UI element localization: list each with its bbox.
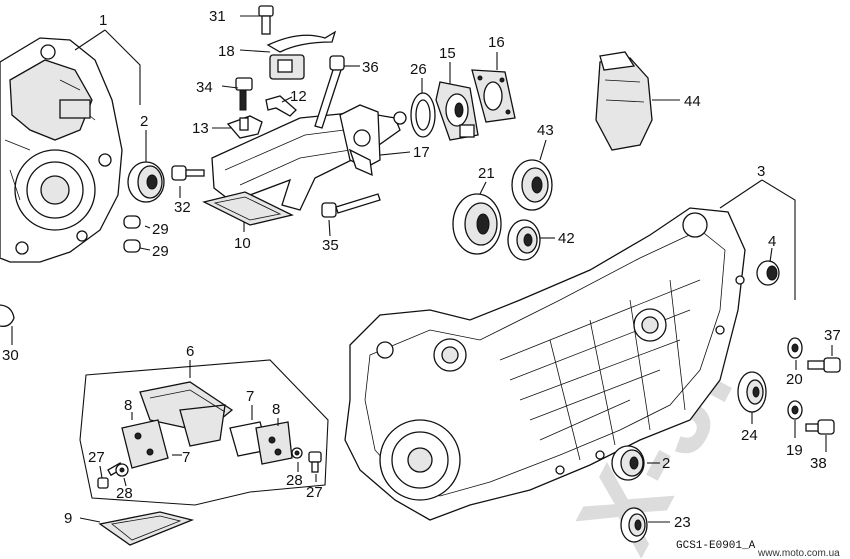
callout-24: 24 <box>741 427 758 444</box>
site-credit: www.moto.com.ua <box>757 548 840 559</box>
reed-plate-part-7-right <box>229 421 293 465</box>
bushing-part-4 <box>756 260 780 286</box>
bolt-part-35 <box>321 193 381 218</box>
reed-valve-part-6 <box>139 381 234 447</box>
washer-part-20 <box>787 337 803 359</box>
bearing-part-2-upper <box>127 161 165 203</box>
callout-38: 38 <box>810 455 827 472</box>
callout-labels: 1 2 2 3 4 6 7 7 8 8 9 10 12 13 15 16 17 … <box>2 8 841 531</box>
callout-8-left: 8 <box>124 397 132 414</box>
callout-2-lower: 2 <box>662 455 670 472</box>
bearing-part-43 <box>511 159 553 211</box>
left-crankcase <box>0 37 123 263</box>
bearing-part-21 <box>452 193 502 255</box>
clip-part-30 <box>0 304 15 327</box>
gasket-part-16 <box>471 69 516 123</box>
callout-7-lower: 7 <box>182 449 190 466</box>
callout-3: 3 <box>757 163 765 180</box>
bracket-part-17 <box>211 104 407 211</box>
callout-7-upper: 7 <box>246 388 254 405</box>
oil-seal-part-23 <box>620 507 648 543</box>
o-ring-part-26 <box>410 92 436 138</box>
callout-34: 34 <box>196 79 213 96</box>
right-crankcase <box>344 207 746 521</box>
screw-part-27-right <box>308 451 322 473</box>
bracket-part-18 <box>266 30 337 80</box>
callout-15: 15 <box>439 45 456 62</box>
reed-plate-part-8-left <box>121 419 169 469</box>
callout-36: 36 <box>362 59 379 76</box>
callout-21: 21 <box>478 165 495 182</box>
clip-part-12 <box>265 95 297 117</box>
cover-part-44 <box>595 51 653 151</box>
bolt-part-36 <box>314 55 345 129</box>
bracket-part-13 <box>226 115 263 139</box>
callout-42: 42 <box>558 230 575 247</box>
bolt-part-34 <box>235 77 253 111</box>
callout-26: 26 <box>410 61 427 78</box>
callout-4: 4 <box>768 233 776 250</box>
callout-19: 19 <box>786 442 803 459</box>
callout-27-left: 27 <box>88 449 105 466</box>
callout-10: 10 <box>234 235 251 252</box>
callout-9: 9 <box>64 510 72 527</box>
callout-17: 17 <box>413 144 430 161</box>
callout-29-upper: 29 <box>152 221 169 238</box>
bearing-part-2-lower <box>611 445 645 481</box>
callout-29-lower: 29 <box>152 243 169 260</box>
reed-valve-group-frame <box>79 359 329 506</box>
oil-seal-part-24 <box>737 371 767 413</box>
callout-28-right: 28 <box>286 472 303 489</box>
drawing-code: GCS1-E0901_A <box>676 540 756 552</box>
callout-18: 18 <box>218 43 235 60</box>
callout-16: 16 <box>488 34 505 51</box>
callout-20: 20 <box>786 371 803 388</box>
flange-part-15 <box>435 81 479 141</box>
washer-part-28-left <box>115 463 129 477</box>
callout-6: 6 <box>186 343 194 360</box>
callout-13: 13 <box>192 120 209 137</box>
callout-30: 30 <box>2 347 19 364</box>
callout-32: 32 <box>174 199 191 216</box>
bolt-part-31 <box>258 5 274 35</box>
gasket-part-9 <box>98 511 195 546</box>
callout-43: 43 <box>537 122 554 139</box>
gasket-part-10 <box>202 191 294 226</box>
callout-35: 35 <box>322 237 339 254</box>
callout-37: 37 <box>824 327 841 344</box>
callout-27-right: 27 <box>306 484 323 501</box>
washer-part-28-right <box>291 447 303 459</box>
bolt-part-38 <box>805 419 835 435</box>
bolt-part-32 <box>171 165 205 181</box>
callout-8-right: 8 <box>272 401 280 418</box>
washer-part-19 <box>787 400 803 420</box>
callout-2-upper: 2 <box>140 113 148 130</box>
callout-12: 12 <box>290 88 307 105</box>
callout-23: 23 <box>674 514 691 531</box>
callout-44: 44 <box>684 93 701 110</box>
leader-lines <box>11 15 833 523</box>
callout-28-left: 28 <box>116 485 133 502</box>
callout-1: 1 <box>99 12 107 29</box>
bolt-part-37 <box>807 357 841 373</box>
bearing-part-42 <box>507 219 541 261</box>
dowel-pins-29 <box>123 215 141 253</box>
callout-31: 31 <box>209 8 226 25</box>
